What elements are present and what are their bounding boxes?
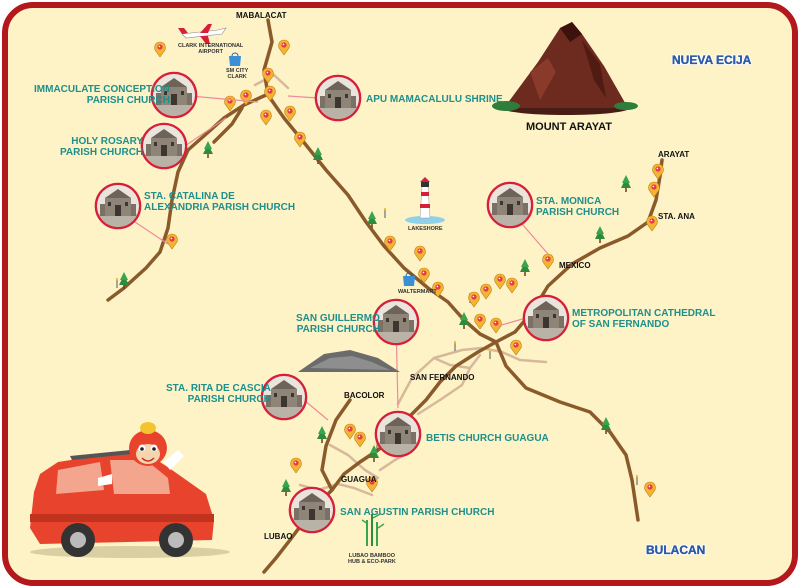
monica-church-photo: [488, 183, 532, 227]
mount-arayat-illustration: [492, 22, 638, 115]
sm-city-clark-icon: [229, 52, 241, 66]
church-label-san-agustin: SAN AGUSTIN PARISH CHURCH: [340, 507, 495, 518]
minor-roads: [253, 73, 548, 497]
town-label-mexico: MEXICO: [559, 261, 591, 270]
town-label-san-fernando: SAN FERNANDO: [410, 373, 475, 382]
waltermart-label: WALTERMART: [398, 289, 437, 295]
agustin-church-photo: [290, 488, 334, 532]
church-label-san-guillermo: SAN GUILLERMO PARISH CHURCH: [296, 313, 380, 335]
waltermart-icon: [403, 272, 415, 286]
lubao-bamboo-label: LUBAO BAMBOO HUB & ECO-PARK: [348, 553, 396, 566]
clark-airport-label: CLARK INTERNATIONAL AIRPORT: [178, 43, 244, 56]
apu-shrine-photo: [316, 76, 360, 120]
lakeshore-lighthouse-icon: [405, 177, 445, 224]
province-label-bulacan: BULACAN: [646, 543, 706, 557]
town-label-lubao: LUBAO: [264, 532, 293, 541]
metropolitan-cathedral-photo: [524, 296, 568, 340]
sm-city-clark-label: SM CITY CLARK: [226, 68, 249, 81]
guillermo-church-photo: [374, 300, 418, 344]
lahar-mound-illustration: [298, 350, 400, 372]
bamboo-icon: [361, 513, 385, 546]
church-label-sta-monica: STA. MONICA PARISH CHURCH: [536, 196, 620, 218]
car-mascot-illustration: [30, 422, 230, 558]
church-label-betis: BETIS CHURCH GUAGUA: [426, 433, 549, 444]
church-label-metropolitan: METROPOLITAN CATHEDRAL OF SAN FERNANDO: [572, 308, 716, 330]
town-label-mabalacat: MABALACAT: [236, 11, 287, 20]
betis-church-photo: [376, 412, 420, 456]
mount-arayat-label: MOUNT ARAYAT: [526, 121, 612, 133]
lakeshore-label: LAKESHORE: [408, 226, 443, 232]
town-label-guagua: GUAGUA: [341, 475, 377, 484]
town-label-bacolor: BACOLOR: [344, 391, 385, 400]
airplane-icon: [178, 24, 227, 44]
church-label-sta-catalina: STA. CATALINA DE ALEXANDRIA PARISH CHURC…: [144, 191, 296, 213]
church-label-apu-mamacalulu: APU MAMACALULU SHRINE: [366, 94, 503, 105]
church-label-immaculate: IMMACULATE CONCEPTION PARISH CHURCH: [34, 84, 170, 106]
town-label-sta-ana: STA. ANA: [658, 212, 695, 221]
province-label-nueva-ecija: NUEVA ECIJA: [672, 53, 752, 67]
town-label-arayat: ARAYAT: [658, 150, 690, 159]
catalina-church-photo: [96, 184, 140, 228]
holy-rosary-church-photo: [142, 124, 186, 168]
church-label-sta-rita: STA. RITA DE CASCIA PARISH CHURCH: [166, 383, 271, 405]
church-label-holy-rosary: HOLY ROSARY PARISH CHURCH: [60, 136, 144, 158]
